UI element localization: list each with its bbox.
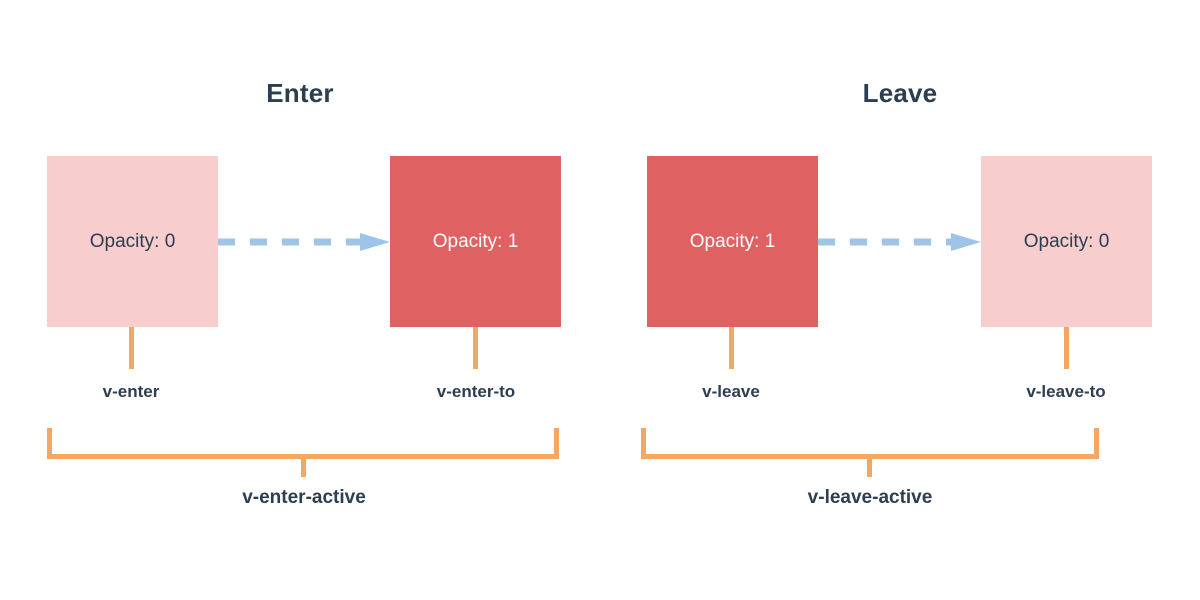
leave-class-label-v-leave: v-leave xyxy=(702,382,760,401)
enter-tick-stem-2 xyxy=(473,327,478,369)
enter-from-state-label: Opacity: 0 xyxy=(89,230,176,252)
panel-enter-title: Enter xyxy=(266,78,334,108)
enter-class-label-v-enter: v-enter xyxy=(102,382,160,401)
leave-class-label-v-leave-to: v-leave-to xyxy=(1026,382,1106,401)
enter-to-state-box: Opacity: 1 xyxy=(390,156,561,327)
leave-tick-stem-1 xyxy=(729,327,734,369)
leave-to-state-label: Opacity: 0 xyxy=(1023,230,1110,252)
leave-tick-stem-2 xyxy=(1064,327,1069,369)
leave-from-state-box: Opacity: 1 xyxy=(647,156,818,327)
leave-transition-arrow-icon xyxy=(818,232,981,252)
leave-class-label-v-leave-active: v-leave-active xyxy=(807,487,933,508)
panel-enter: Enter Opacity: 0 Opacity: 1 v-enter v-en… xyxy=(47,78,561,508)
leave-active-bracket xyxy=(641,428,1099,459)
leave-active-bracket-stem xyxy=(867,458,872,477)
enter-class-label-v-enter-active: v-enter-active xyxy=(242,487,366,508)
enter-class-label-v-enter-to: v-enter-to xyxy=(436,382,516,401)
panel-leave-title: Leave xyxy=(862,78,938,108)
leave-to-state-box: Opacity: 0 xyxy=(981,156,1152,327)
enter-from-state-box: Opacity: 0 xyxy=(47,156,218,327)
leave-from-state-label: Opacity: 1 xyxy=(689,230,776,252)
enter-tick-stem-1 xyxy=(129,327,134,369)
enter-transition-arrow-icon xyxy=(218,232,390,252)
enter-active-bracket xyxy=(47,428,559,459)
enter-to-state-label: Opacity: 1 xyxy=(432,230,519,252)
enter-active-bracket-stem xyxy=(301,458,306,477)
panel-leave: Leave Opacity: 1 Opacity: 0 v-leave v-le… xyxy=(600,0,1200,600)
